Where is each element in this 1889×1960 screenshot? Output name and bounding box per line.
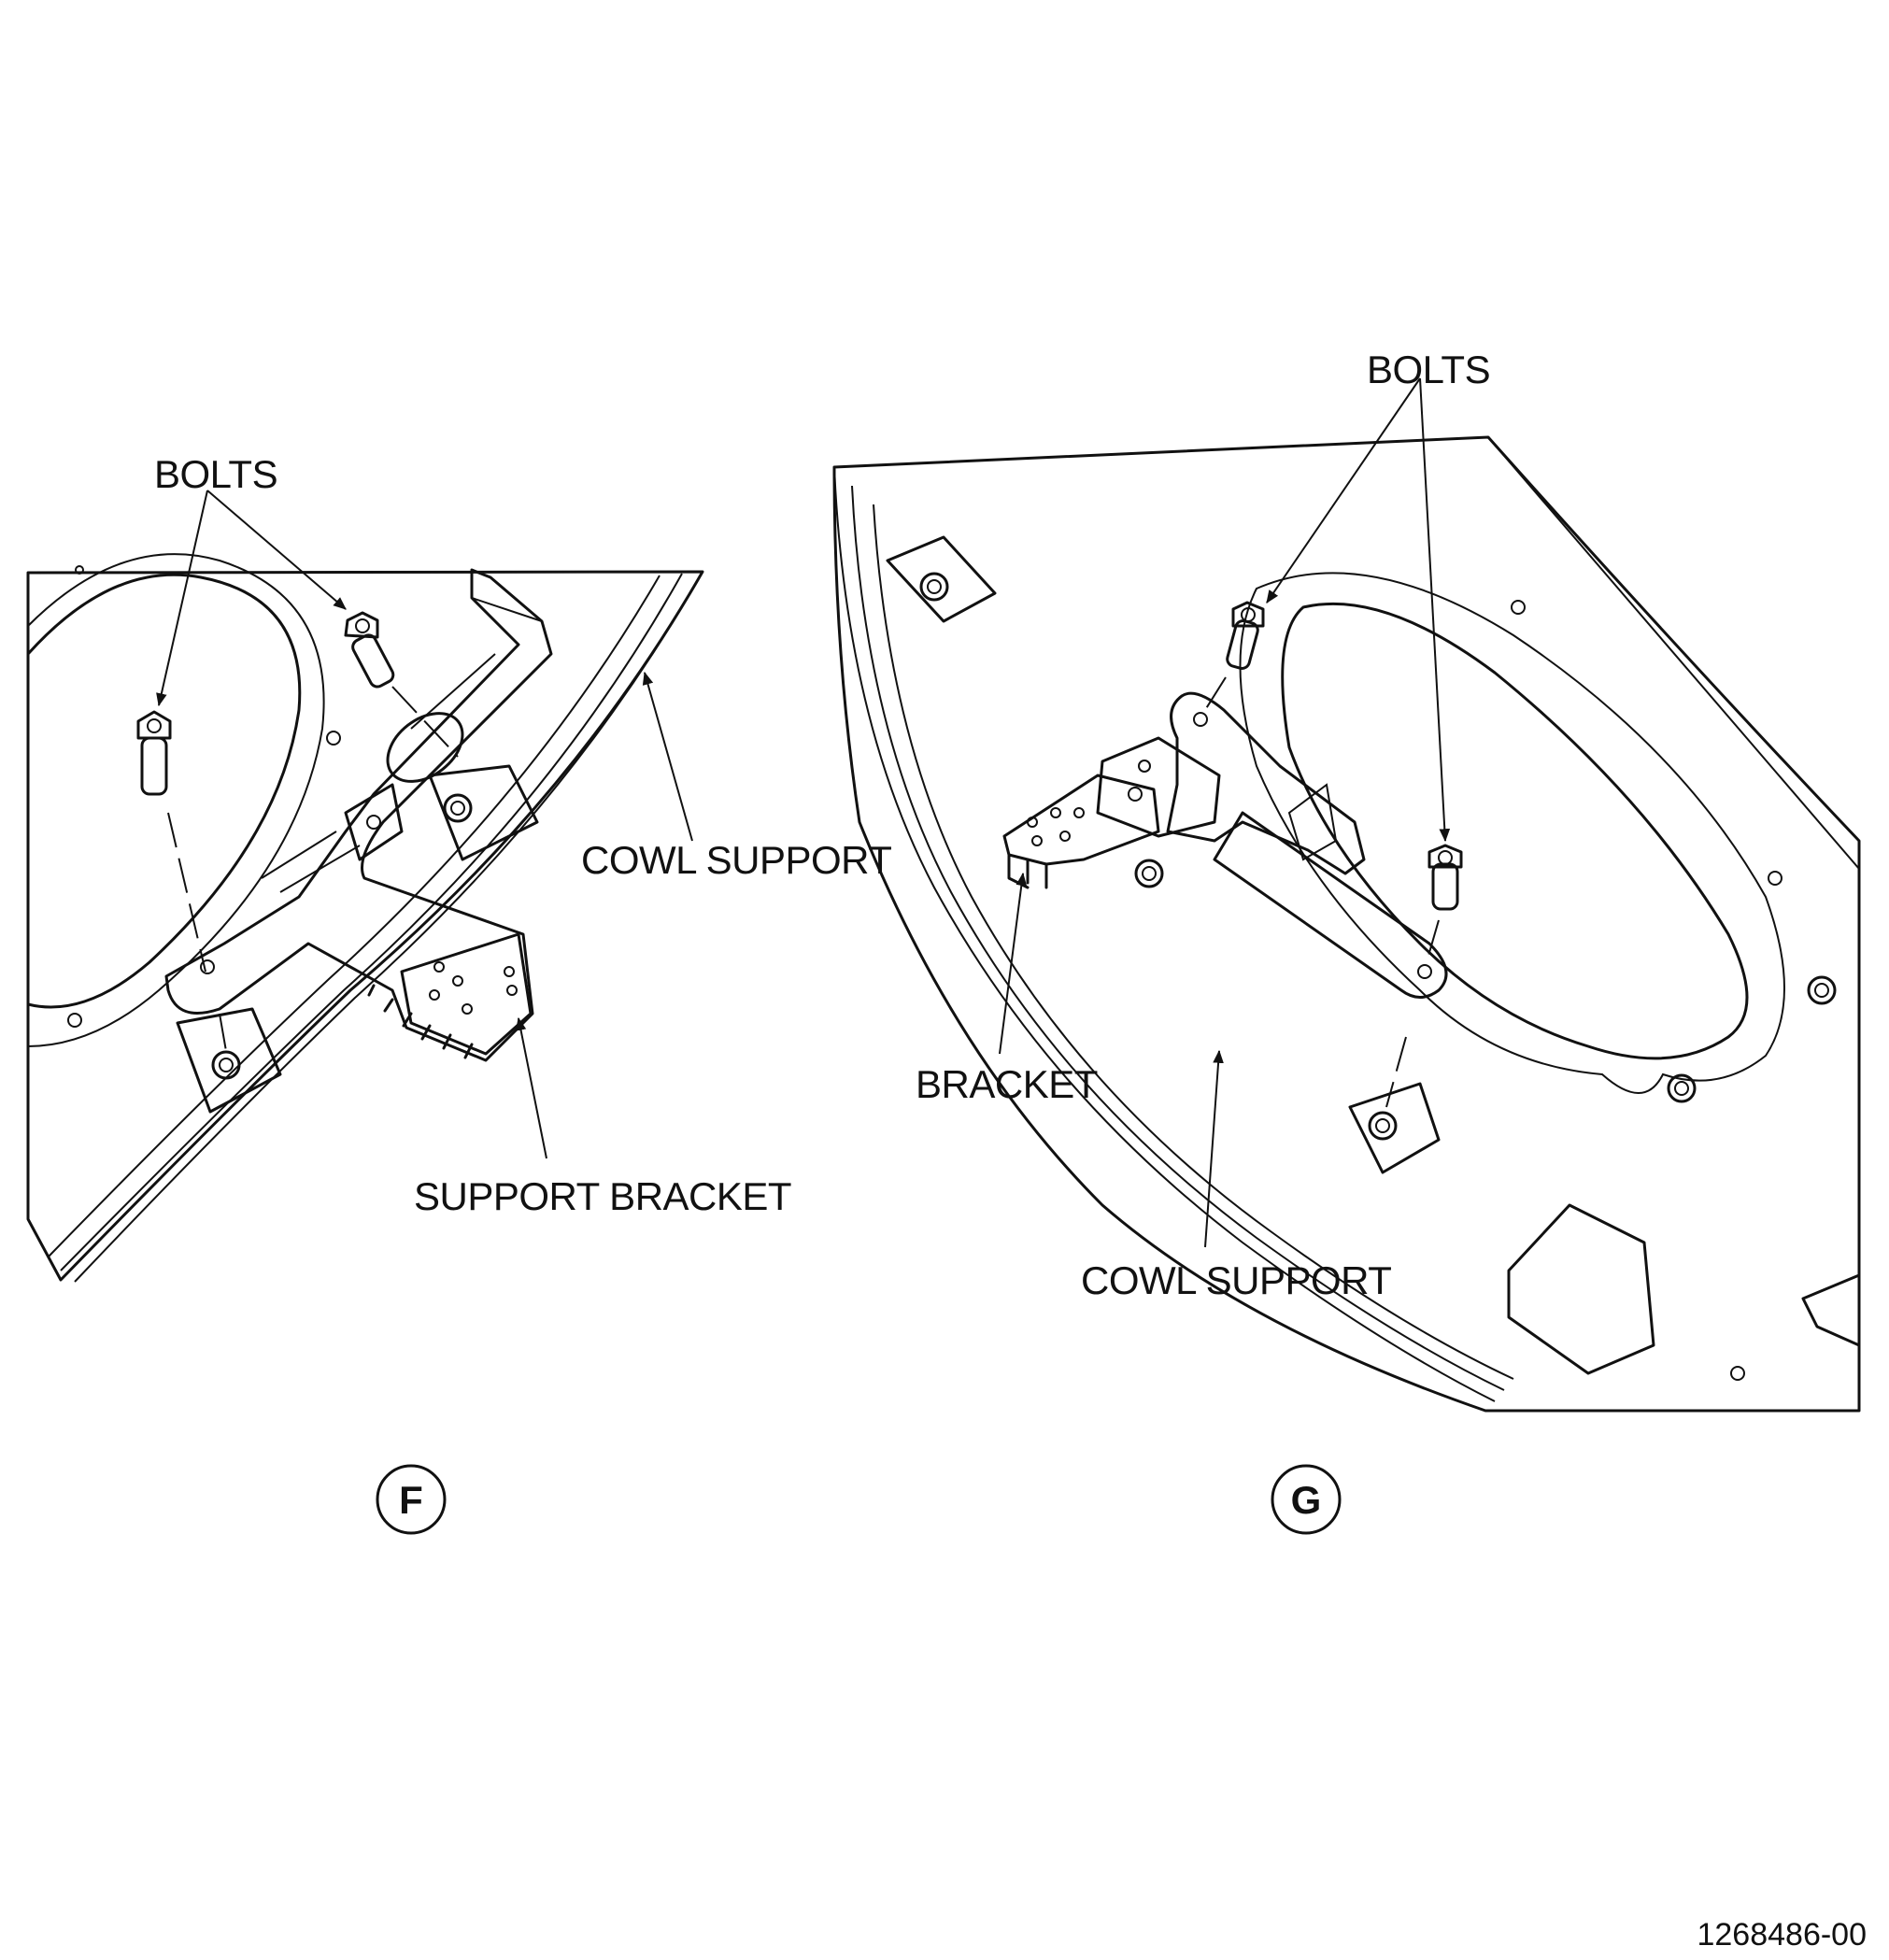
view-f-bolt-right — [344, 611, 395, 689]
view-g-bracket — [1002, 691, 1448, 999]
view-g-pad-upper — [886, 535, 997, 623]
view-g-pad-lower — [1348, 1082, 1441, 1174]
view-f-pad-upper — [428, 764, 539, 861]
view-g-bolts-label: BOLTS — [1367, 348, 1490, 391]
view-f-bolts-label: BOLTS — [154, 452, 277, 496]
svg-text:F: F — [399, 1478, 423, 1522]
view-g-cowl-support-label: COWL SUPPORT — [1081, 1258, 1391, 1302]
view-f-bolt-left — [136, 710, 172, 796]
view-g-bolt-lower — [1427, 844, 1463, 911]
document-number: 1268486-00 — [1697, 1917, 1867, 1953]
view-f: BOLTS COWL SUPPORT SUPPORT BRACKET F — [26, 452, 892, 1535]
view-f-support-bracket-label: SUPPORT BRACKET — [414, 1174, 791, 1218]
view-g-bolt-upper — [1226, 601, 1265, 670]
view-f-cowl-cutout — [26, 573, 302, 1009]
view-f-cowl-support-panel — [26, 570, 704, 1282]
view-f-support-bracket — [164, 568, 553, 1062]
view-g-lower-block — [1507, 1203, 1655, 1375]
view-g-cowl-support-panel — [832, 435, 1861, 1413]
view-f-pad-lower — [176, 1007, 282, 1114]
view-g: BOLTS BRACKET COWL SUPPORT G — [832, 348, 1861, 1535]
view-f-callout: F — [376, 1464, 447, 1535]
view-g-cowl-cutout — [1281, 602, 1749, 1060]
view-g-bracket-label: BRACKET — [916, 1062, 1098, 1106]
view-g-callout: G — [1271, 1464, 1342, 1535]
svg-text:G: G — [1291, 1478, 1322, 1522]
view-f-cowl-support-label: COWL SUPPORT — [581, 838, 891, 882]
view-g-corner-block — [1801, 1273, 1861, 1347]
